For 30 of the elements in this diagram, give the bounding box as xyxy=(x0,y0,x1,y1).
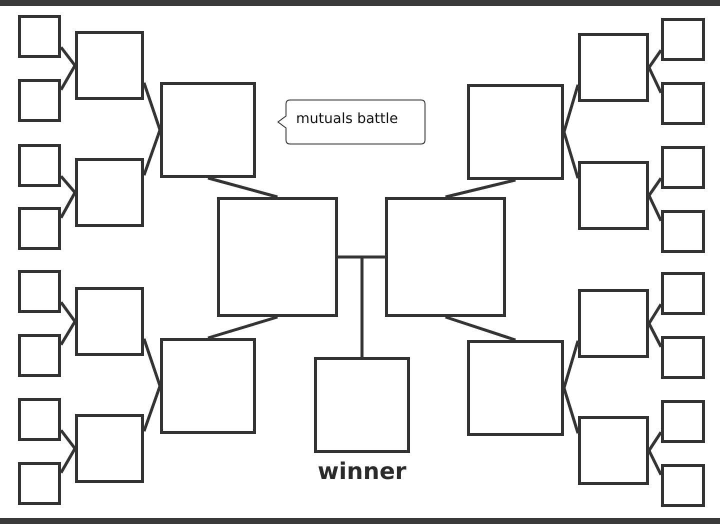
bracket-line xyxy=(60,175,76,194)
bracket-line xyxy=(445,178,516,198)
bracket-line xyxy=(60,64,76,90)
bracket-line xyxy=(142,82,162,130)
bracket-line xyxy=(648,66,662,94)
bracket-line xyxy=(60,301,76,322)
bracket-line xyxy=(648,194,662,222)
bracket-line xyxy=(648,450,662,476)
bracket-line xyxy=(648,177,662,196)
box-label: winner xyxy=(316,459,408,485)
bracket-line xyxy=(60,429,76,450)
bracket-line xyxy=(360,256,385,357)
bracket-line xyxy=(562,340,580,388)
bracket-line xyxy=(60,320,76,346)
bracket-line xyxy=(648,49,662,68)
bracket-line xyxy=(208,176,278,198)
bracket-line xyxy=(648,303,662,324)
bracket-line xyxy=(142,130,162,176)
bracket-line xyxy=(648,431,662,452)
bracket-line xyxy=(60,46,76,66)
bracket-line xyxy=(208,316,278,340)
bracket-line xyxy=(60,192,76,218)
bracket-line xyxy=(445,316,516,342)
bracket-line xyxy=(562,132,580,179)
bracket-line xyxy=(562,388,580,434)
bracket-line xyxy=(142,338,162,386)
bracket-line xyxy=(648,322,662,348)
bracket-line xyxy=(142,386,162,432)
bracket-line xyxy=(562,84,580,132)
bracket-line xyxy=(60,448,76,474)
